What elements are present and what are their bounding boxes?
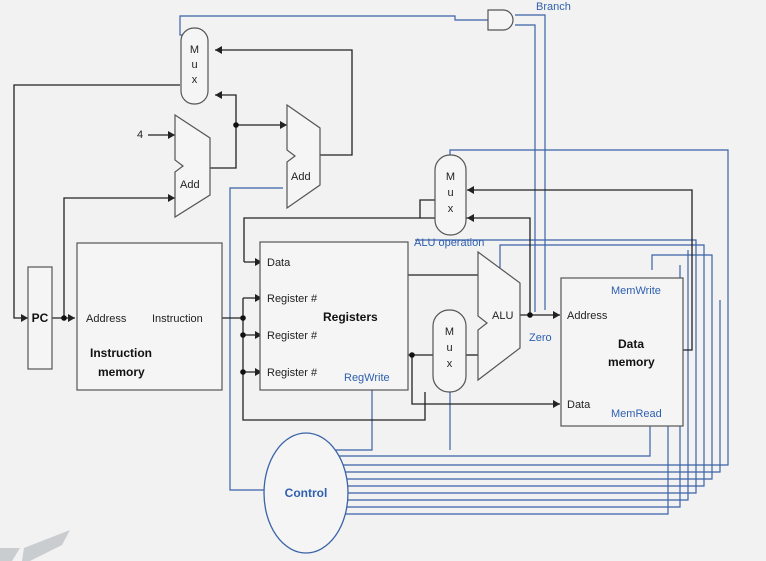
svg-text:PC: PC xyxy=(32,311,49,325)
pc-register: PC xyxy=(27,266,53,370)
svg-text:Register #: Register # xyxy=(267,330,318,342)
mux-letter: u xyxy=(191,59,197,71)
svg-text:Add: Add xyxy=(180,179,200,191)
dm-title-1: Data xyxy=(618,337,644,351)
pc-source-mux: M u x xyxy=(180,27,209,105)
dm-data-label: Data xyxy=(567,399,591,411)
svg-text:M: M xyxy=(445,326,454,338)
constant-four: 4 xyxy=(137,129,143,141)
branch-adder: Add xyxy=(286,103,321,210)
svg-text:Register #: Register # xyxy=(267,293,318,305)
alu-operation-label: ALU operation xyxy=(414,237,484,249)
memread-label: MemRead xyxy=(611,408,662,420)
pc-adder: Add xyxy=(174,113,211,219)
and-gate xyxy=(487,9,514,31)
im-title-2: memory xyxy=(98,365,145,379)
im-title-1: Instruction xyxy=(90,346,152,360)
svg-text:Add: Add xyxy=(291,171,311,183)
svg-text:u: u xyxy=(447,187,453,199)
dm-address-label: Address xyxy=(567,310,608,322)
arrowheads xyxy=(21,46,560,408)
watermark-logo xyxy=(0,530,70,561)
alusrc-mux: M u x xyxy=(432,309,467,393)
svg-text:Registers: Registers xyxy=(323,310,378,324)
svg-text:Register #: Register # xyxy=(267,367,318,379)
svg-text:ALU: ALU xyxy=(492,310,513,322)
svg-text:M: M xyxy=(446,171,455,183)
zero-label: Zero xyxy=(529,332,552,344)
svg-text:u: u xyxy=(446,342,452,354)
memwrite-label: MemWrite xyxy=(611,285,661,297)
memtoreg-mux: M u x xyxy=(434,154,467,236)
regwrite-label: RegWrite xyxy=(344,372,390,384)
mux-letter: M xyxy=(190,44,199,56)
mux-letter: x xyxy=(192,74,198,86)
control-unit: Control xyxy=(263,432,349,554)
svg-text:x: x xyxy=(447,358,453,370)
data-memory: MemWrite Address Data memory Data MemRea… xyxy=(560,277,684,427)
svg-text:x: x xyxy=(448,203,454,215)
dm-title-2: memory xyxy=(608,355,655,369)
svg-text:Data: Data xyxy=(267,257,291,269)
register-file: Data Register # Register # Register # Re… xyxy=(259,241,409,391)
im-instruction-label: Instruction xyxy=(152,313,203,325)
svg-text:Control: Control xyxy=(285,486,328,500)
im-address-label: Address xyxy=(86,313,127,325)
junction-dots xyxy=(61,122,533,375)
instruction-memory: Address Instruction Instruction memory xyxy=(76,242,223,391)
branch-label: Branch xyxy=(536,1,571,13)
alu: ALU xyxy=(477,250,521,382)
